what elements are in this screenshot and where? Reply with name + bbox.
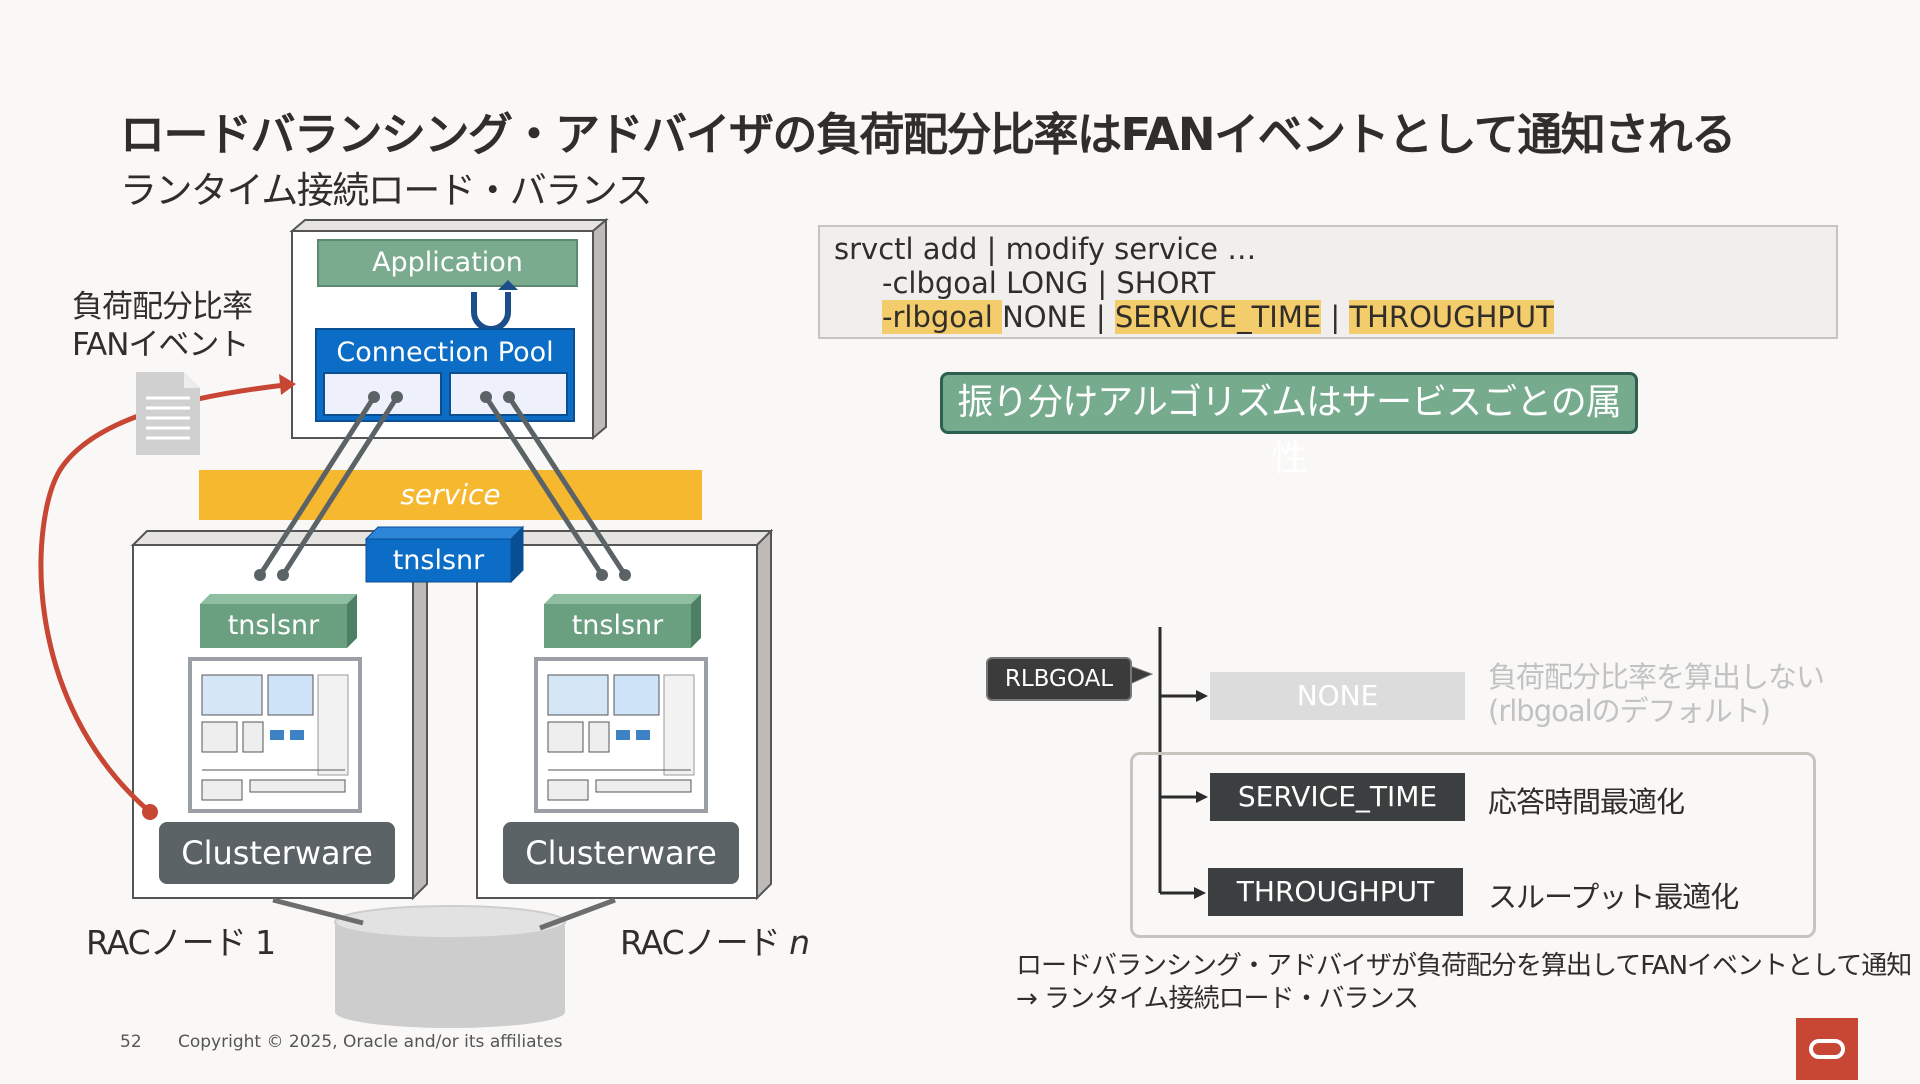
connection-endpoints	[254, 391, 631, 581]
node-n-listener-label: tnslsnr	[571, 610, 664, 641]
rlbgoal-service-time-value: SERVICE_TIME	[1114, 300, 1322, 334]
fan-label-line2: FANイベント	[72, 327, 249, 363]
connection-lines	[257, 395, 628, 577]
application-label: Application	[372, 247, 523, 278]
database-architecture-thumbnail	[188, 657, 362, 813]
rac-node-n-italic: n	[789, 923, 810, 962]
connection-pool-label: Connection Pool	[336, 337, 554, 368]
node-1-clusterware-box	[159, 822, 395, 884]
scan-listener-label: tnslsnr	[392, 545, 485, 576]
document-icon	[136, 372, 200, 455]
command-line-2: -clbgoal LONG | SHORT	[882, 266, 1216, 300]
node-1-listener-box	[200, 594, 357, 648]
service-bar	[199, 470, 702, 520]
scan-listener-box	[364, 525, 525, 584]
rlbgoal-option: -rlbgoal	[882, 300, 1003, 334]
algorithm-attribute-banner: 振り分けアルゴリズムはサービスごとの属性	[940, 372, 1638, 479]
optimization-group-box	[1130, 752, 1816, 938]
goal-none-desc-line1: 負荷配分比率を算出しない	[1488, 660, 1825, 694]
page-subtitle: ランタイム接続ロード・バランス	[120, 169, 653, 212]
rac-node-1-label: RACノード 1	[86, 923, 276, 962]
goal-service-time-box: SERVICE_TIME	[1210, 773, 1465, 821]
rac-node-n-label: RACノード n	[620, 916, 810, 964]
command-line-1: srvctl add | modify service …	[834, 232, 1257, 266]
rlbgoal-none-value: NONE |	[1002, 300, 1115, 334]
shared-storage-disk	[334, 905, 566, 1028]
node-n-clusterware-box	[503, 822, 739, 884]
page-number: 52	[120, 1032, 142, 1052]
fan-event-label: 負荷配分比率 FANイベント	[72, 288, 253, 364]
goal-none-desc-line2: (rlbgoalのデフォルト)	[1488, 694, 1771, 728]
srvctl-command-box: srvctl add | modify service … -clbgoal L…	[818, 225, 1838, 339]
database-architecture-thumbnail	[534, 657, 708, 813]
summary-note-line2: → ランタイム接続ロード・バランス	[1016, 984, 1419, 1014]
node-n-clusterware-label: Clusterware	[525, 834, 717, 872]
oracle-logo	[1796, 1018, 1858, 1080]
fan-label-line1: 負荷配分比率	[72, 289, 253, 325]
page-title: ロードバランシング・アドバイザの負荷配分比率はFANイベントとして通知される	[120, 108, 1736, 161]
goal-throughput-box: THROUGHPUT	[1208, 868, 1463, 916]
goal-service-time-description: 応答時間最適化	[1488, 785, 1685, 819]
goal-none-description: 負荷配分比率を算出しない (rlbgoalのデフォルト)	[1488, 660, 1825, 728]
node-1-listener-label: tnslsnr	[227, 610, 320, 641]
node-n-listener-box	[544, 594, 701, 648]
rlbgoal-tag: RLBGOAL	[986, 657, 1132, 701]
node-1-clusterware-label: Clusterware	[181, 834, 373, 872]
storage-link	[272, 897, 364, 926]
rac-node-n-prefix: RACノード	[620, 923, 790, 962]
summary-note: ロードバランシング・アドバイザが負荷配分を算出してFANイベントとして通知 → …	[1016, 950, 1912, 1016]
storage-link	[539, 897, 616, 931]
pool-connection-slot	[323, 372, 442, 416]
goal-throughput-description: スループット最適化	[1488, 880, 1739, 914]
summary-note-line1: ロードバランシング・アドバイザが負荷配分を算出してFANイベントとして通知	[1016, 951, 1912, 981]
application-box	[317, 239, 578, 287]
rlbgoal-separator: |	[1321, 300, 1350, 334]
rlbgoal-throughput-value: THROUGHPUT	[1349, 300, 1554, 334]
command-line-3: -rlbgoal NONE | SERVICE_TIME | THROUGHPU…	[834, 300, 1822, 334]
service-label: service	[400, 478, 501, 511]
rlbgoal-tree	[1129, 627, 1208, 899]
copyright-text: Copyright © 2025, Oracle and/or its affi…	[178, 1032, 563, 1052]
goal-none-box: NONE	[1210, 672, 1465, 720]
